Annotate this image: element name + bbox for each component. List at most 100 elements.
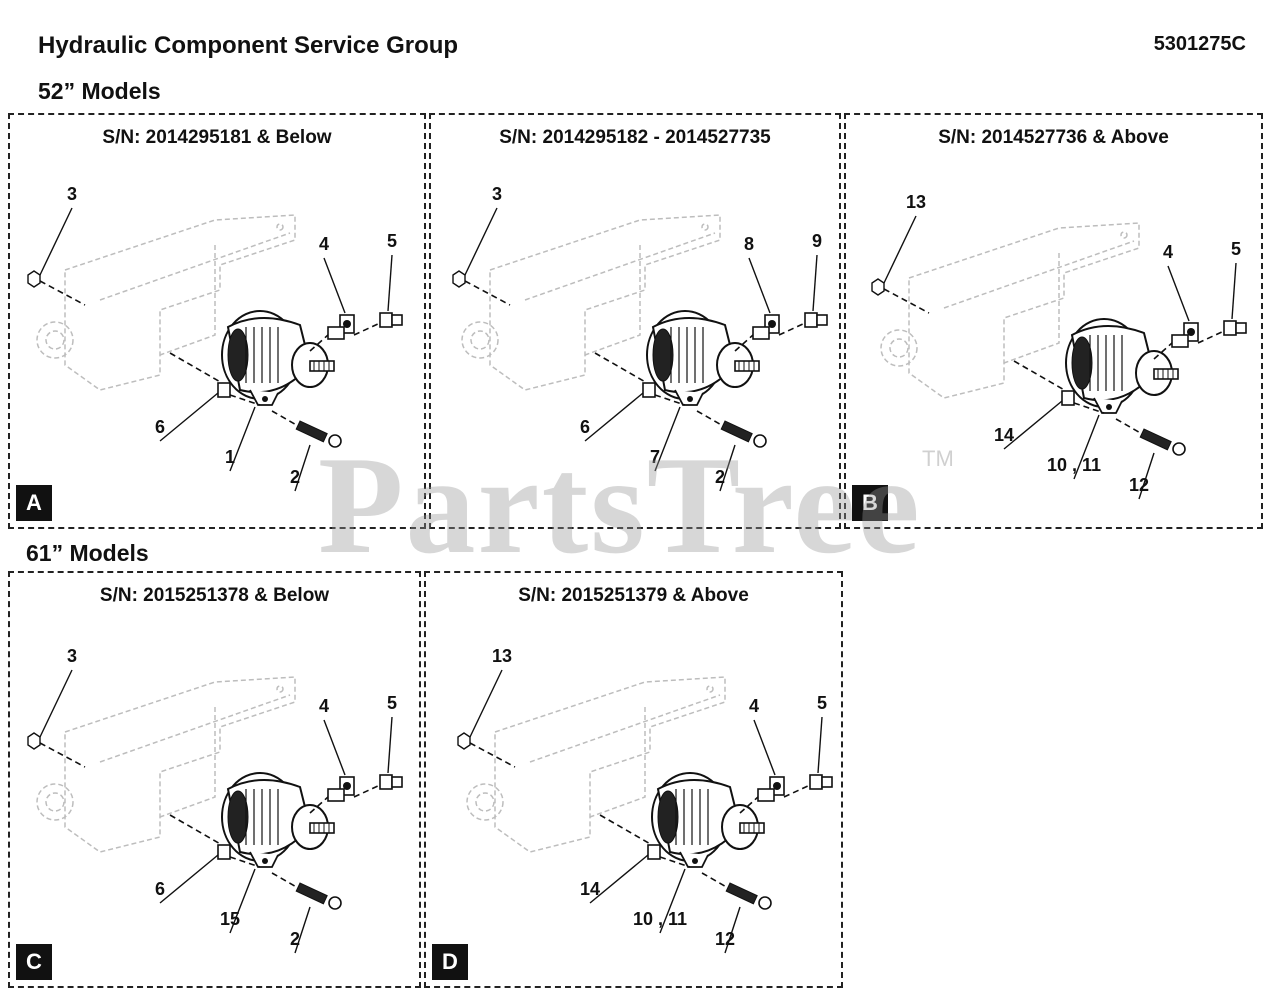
elbow-leader-line (323, 257, 346, 314)
hydraulic-pump-part (651, 772, 765, 868)
watermark-trademark: TM (922, 446, 954, 471)
document-code: 5301275C (1153, 33, 1246, 55)
nut-leader-line (39, 669, 73, 738)
spacer-leader-line (159, 392, 219, 442)
frame-edge (529, 694, 721, 818)
callout-straight: 5 (817, 693, 827, 713)
frame-outline (494, 676, 726, 853)
fitting-thread (821, 776, 833, 788)
callout-elbow: 4 (319, 234, 329, 254)
panel-badge: C (16, 944, 52, 980)
panel-title: S/N: 2014295182 - 2014527735 (499, 127, 771, 148)
pump-rear-cap (227, 790, 249, 844)
frame-boss (36, 783, 74, 821)
bolt-leader-line (719, 444, 736, 492)
callout-pump: 10 , 11 (1047, 455, 1101, 475)
callout-pump: 1 (225, 447, 235, 467)
pump-rear-cap (657, 790, 679, 844)
mount-hole (687, 396, 693, 402)
panel-badge: D (432, 944, 468, 980)
nut-leader-line (39, 207, 73, 276)
fitting-thread (816, 314, 828, 326)
callout-bolt: 12 (1129, 475, 1149, 495)
mount-hole (692, 858, 698, 864)
straight-leader-line (387, 716, 393, 774)
spacer-leader-line (1003, 400, 1063, 450)
callout-spacer: 14 (580, 879, 600, 899)
spacer-part (642, 382, 656, 398)
page-title: Hydraulic Component Service Group (38, 32, 459, 59)
section-label-61: 61” Models (26, 540, 149, 566)
elbow-fitting-part (752, 314, 780, 340)
frame-hole (706, 685, 714, 693)
bolt-axis-line (271, 872, 301, 890)
elbow-axis-line (309, 796, 329, 814)
elbow-fitting-part (757, 776, 785, 802)
nut-axis-line (464, 280, 511, 306)
callout-straight: 5 (1231, 239, 1241, 259)
elbow-nipple (1171, 334, 1189, 348)
pump-rear-cap (227, 328, 249, 382)
frame-outline (64, 214, 296, 391)
elbow-axis-line (739, 796, 759, 814)
straight-fitting-part (809, 774, 833, 790)
nut-axis-line (39, 280, 86, 306)
frame-outline (64, 676, 296, 853)
callout-nut: 13 (906, 192, 926, 212)
pump-leader-line (229, 406, 256, 472)
pump-leader-line (1073, 414, 1100, 480)
elbow-port (768, 320, 776, 328)
elbow-port (1187, 328, 1195, 336)
fitting-thread (391, 314, 403, 326)
frame-boss (36, 321, 74, 359)
nut-leader-line (469, 669, 503, 738)
bolt-head (753, 434, 767, 448)
elbow-axis-line (1153, 342, 1173, 360)
nut-leader-line (464, 207, 498, 276)
nut-axis-line (883, 288, 930, 314)
frame-boss-hole (475, 792, 495, 812)
nut-part (871, 278, 885, 296)
fitting-hex (804, 312, 818, 328)
spacer-part (647, 844, 661, 860)
fitting-hex (379, 312, 393, 328)
frame-boss-hole (889, 338, 909, 358)
bolt-part (725, 882, 758, 905)
frame-edge (99, 232, 291, 356)
callout-bolt: 2 (290, 467, 300, 487)
callout-elbow: 4 (1163, 242, 1173, 262)
straight-fitting-part (379, 312, 403, 328)
elbow-fitting-part (327, 776, 355, 802)
callout-bolt: 12 (715, 929, 735, 949)
fitting-axis-line (783, 784, 811, 798)
callout-nut: 13 (492, 646, 512, 666)
mounting-frame (466, 676, 726, 853)
bolt-leader-line (294, 906, 311, 954)
fitting-hex (1223, 320, 1237, 336)
frame-boss (880, 329, 918, 367)
callout-straight: 5 (387, 693, 397, 713)
spacer-to-pump-line (229, 394, 261, 406)
straight-leader-line (1231, 262, 1237, 320)
mounting-frame (36, 676, 296, 853)
callout-elbow: 8 (744, 234, 754, 254)
fitting-axis-line (778, 322, 806, 336)
frame-boss-hole (45, 330, 65, 350)
spacer-leader-line (584, 392, 644, 442)
bolt-axis-line (696, 410, 726, 428)
fitting-axis-line (353, 322, 381, 336)
callout-bolt: 2 (290, 929, 300, 949)
panel-badge: A (16, 485, 52, 521)
bolt-part (720, 420, 753, 443)
hydraulic-pump-part (221, 310, 335, 406)
fitting-thread (391, 776, 403, 788)
elbow-fitting-part (1171, 322, 1199, 348)
nut-part (27, 732, 41, 750)
bolt-head (328, 896, 342, 910)
